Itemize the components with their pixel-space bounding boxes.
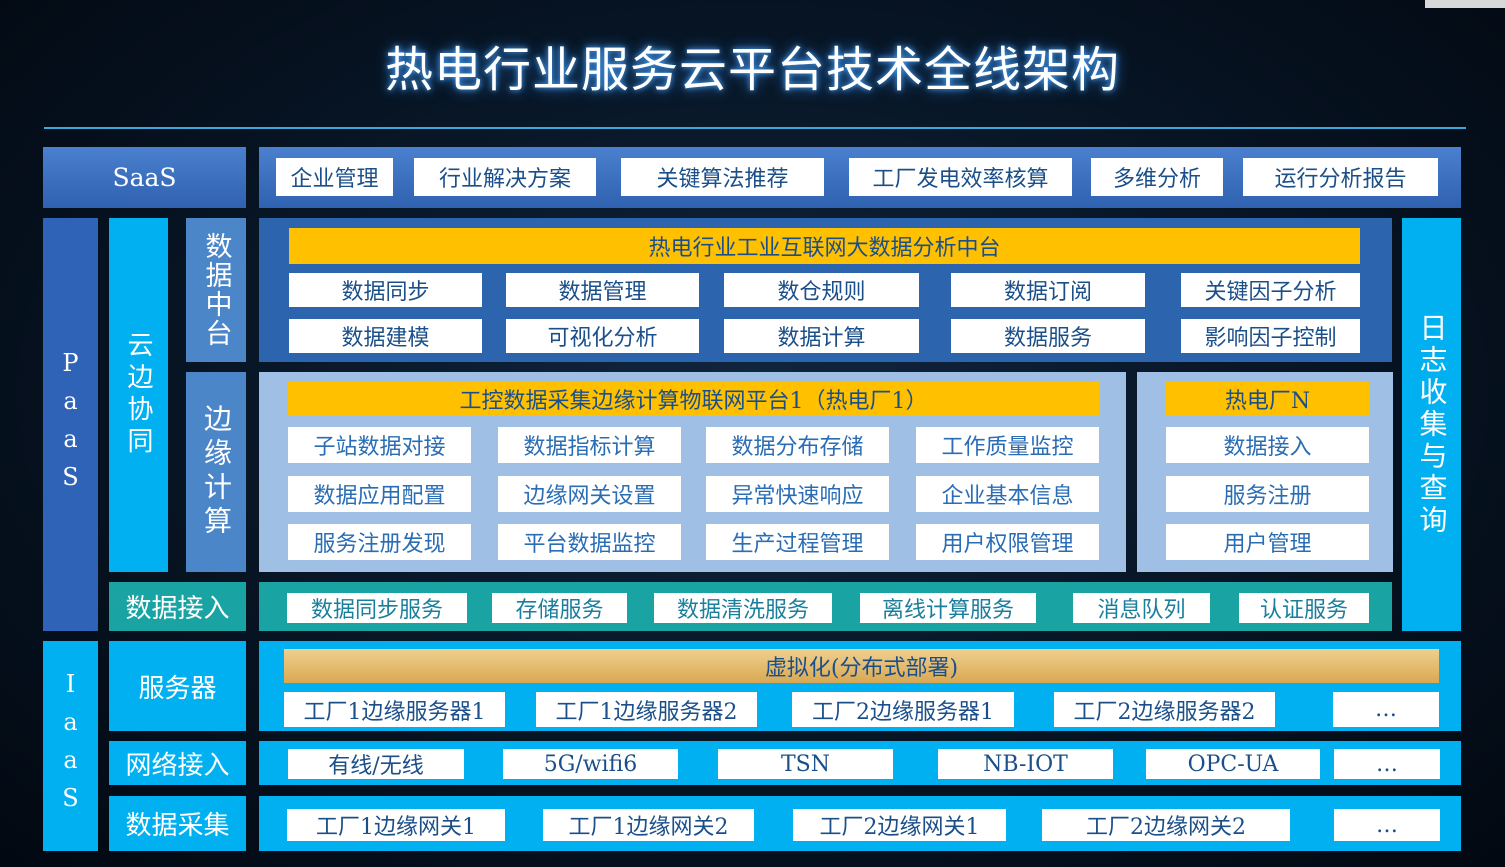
edge-cell-1-4: 工作质量监控 [916, 427, 1099, 463]
network-label: 网络接入 [109, 741, 246, 785]
virtualization-bar: 虚拟化(分布式部署) [284, 649, 1439, 683]
dc-row1-2: 数据管理 [506, 273, 699, 307]
server-item-more: … [1333, 692, 1439, 727]
edge-cell-3-2: 平台数据监控 [498, 524, 681, 560]
collection-item-3: 工厂2边缘网关1 [793, 809, 1006, 841]
network-item-more: … [1334, 749, 1440, 779]
network-item-5: OPC-UA [1146, 749, 1320, 779]
server-item-2: 工厂1边缘服务器2 [536, 692, 757, 727]
title-divider [44, 127, 1466, 129]
dc-row1-4: 数据订阅 [951, 273, 1145, 307]
data-center-bar: 热电行业工业互联网大数据分析中台 [289, 228, 1360, 264]
edge-cell-1-2: 数据指标计算 [498, 427, 681, 463]
plantN-item-2: 服务注册 [1166, 476, 1369, 512]
dc-row2-5: 影响因子控制 [1181, 319, 1360, 353]
log-collection-label: 日志收集与查询 [1402, 218, 1461, 631]
data-access-label: 数据接入 [109, 582, 246, 631]
collection-item-2: 工厂1边缘网关2 [543, 809, 754, 841]
cloud-edge-label: 云边协同 [109, 218, 168, 572]
access-item-3: 数据清洗服务 [654, 593, 832, 623]
edge-cell-3-1: 服务注册发现 [288, 524, 471, 560]
saas-item-1: 企业管理 [276, 158, 393, 196]
dc-row1-1: 数据同步 [289, 273, 482, 307]
edge-cell-1-3: 数据分布存储 [706, 427, 889, 463]
access-item-6: 认证服务 [1239, 593, 1369, 623]
dc-row2-3: 数据计算 [724, 319, 919, 353]
edge-cell-2-2: 边缘网关设置 [498, 476, 681, 512]
access-item-5: 消息队列 [1073, 593, 1210, 623]
network-item-1: 有线/无线 [288, 749, 464, 779]
edge-cell-1-1: 子站数据对接 [288, 427, 471, 463]
saas-item-5: 多维分析 [1091, 158, 1223, 196]
saas-item-2: 行业解决方案 [414, 158, 596, 196]
servers-label: 服务器 [109, 641, 246, 731]
edge-cell-2-3: 异常快速响应 [706, 476, 889, 512]
edge-cell-3-4: 用户权限管理 [916, 524, 1099, 560]
access-item-2: 存储服务 [492, 593, 627, 623]
server-item-4: 工厂2边缘服务器2 [1054, 692, 1275, 727]
saas-item-3: 关键算法推荐 [621, 158, 824, 196]
dc-row2-4: 数据服务 [951, 319, 1145, 353]
collection-item-more: … [1334, 809, 1440, 841]
server-item-1: 工厂1边缘服务器1 [284, 692, 505, 727]
edge-bar-plantN: 热电厂N [1166, 382, 1369, 416]
edge-cell-3-3: 生产过程管理 [706, 524, 889, 560]
edge-cell-2-4: 企业基本信息 [916, 476, 1099, 512]
saas-item-6: 运行分析报告 [1243, 158, 1438, 196]
saas-label: SaaS [43, 147, 246, 208]
edge-bar-plant1: 工控数据采集边缘计算物联网平台1（热电厂1） [288, 382, 1099, 416]
collection-item-4: 工厂2边缘网关2 [1042, 809, 1290, 841]
iaas-label: IaaS [43, 641, 98, 851]
plantN-item-1: 数据接入 [1166, 427, 1369, 463]
server-item-3: 工厂2边缘服务器1 [792, 692, 1014, 727]
paas-label: PaaS [43, 218, 98, 631]
edge-cell-2-1: 数据应用配置 [288, 476, 471, 512]
saas-item-4: 工厂发电效率核算 [849, 158, 1072, 196]
collection-item-1: 工厂1边缘网关1 [287, 809, 505, 841]
dc-row2-1: 数据建模 [289, 319, 482, 353]
dc-row1-3: 数仓规则 [724, 273, 919, 307]
data-center-label: 数据中台 [186, 218, 246, 362]
page-title: 热电行业服务云平台技术全线架构 [384, 42, 1120, 98]
plantN-item-3: 用户管理 [1166, 524, 1369, 560]
network-item-2: 5G/wifi6 [503, 749, 678, 779]
network-item-3: TSN [718, 749, 893, 779]
dc-row2-2: 可视化分析 [506, 319, 699, 353]
access-item-1: 数据同步服务 [287, 593, 467, 623]
dc-row1-5: 关键因子分析 [1181, 273, 1360, 307]
window-corner-strip [1425, 0, 1505, 8]
access-item-4: 离线计算服务 [860, 593, 1036, 623]
collection-label: 数据采集 [109, 796, 246, 851]
edge-computing-label: 边缘计算 [186, 372, 246, 572]
network-item-4: NB-IOT [938, 749, 1113, 779]
